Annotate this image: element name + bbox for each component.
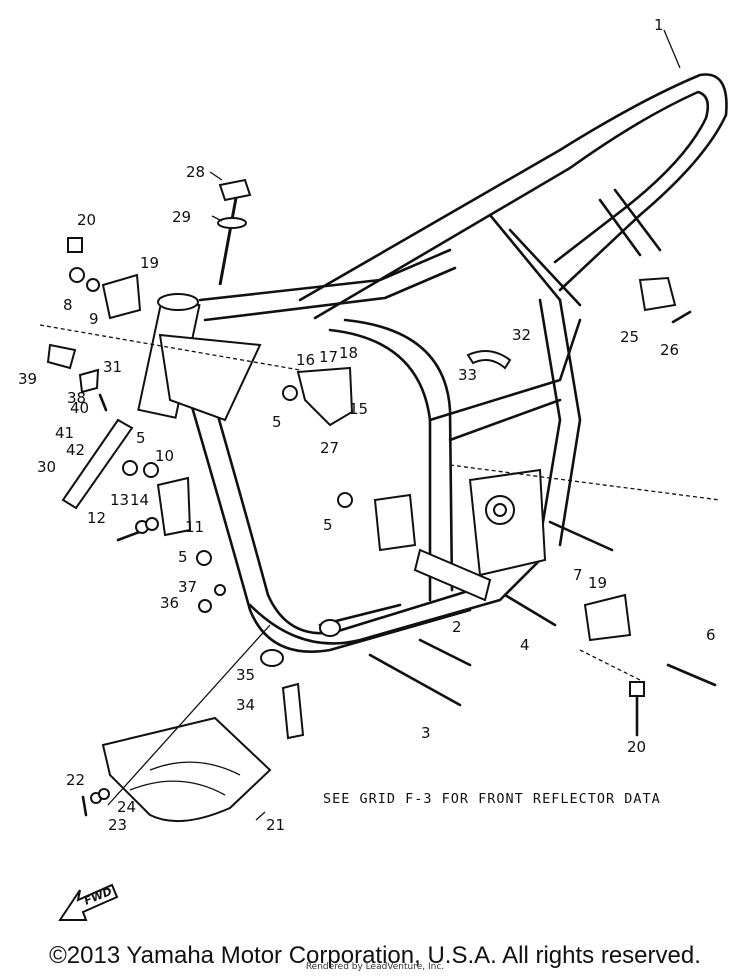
callout-22: 22	[66, 771, 85, 789]
leader-lines	[39, 29, 721, 821]
callout-28: 28	[186, 163, 205, 181]
callout-29: 29	[172, 208, 191, 226]
callout-34: 34	[236, 696, 255, 714]
callout-12: 12	[87, 509, 106, 527]
gusset-plate	[158, 333, 262, 422]
callout-5-lower: 5	[178, 548, 188, 566]
callout-25: 25	[620, 328, 639, 346]
callout-8: 8	[63, 296, 73, 314]
callout-9: 9	[89, 310, 99, 328]
callout-labels: 1 2 3 4 5 5 5 5 6 7 8 9 10 11 12 13 14 1…	[18, 16, 716, 834]
callout-1: 1	[654, 16, 664, 34]
copyright-notice: ©2013 Yamaha Motor Corporation, U.S.A. A…	[49, 942, 701, 969]
callout-39: 39	[18, 370, 37, 388]
loose-parts	[46, 178, 717, 823]
callout-30: 30	[37, 458, 56, 476]
frame-drawing	[137, 73, 728, 653]
callout-42: 42	[66, 441, 85, 459]
callout-14: 14	[130, 491, 149, 509]
rendered-by-credit: Rendered by LeadVenture, Inc.	[305, 962, 445, 972]
callout-36: 36	[160, 594, 179, 612]
callout-19-upper: 19	[140, 254, 159, 272]
callout-17: 17	[319, 348, 338, 366]
callout-10: 10	[155, 447, 174, 465]
callout-5-bracket: 5	[272, 413, 282, 431]
callout-3: 3	[421, 724, 431, 742]
callout-7: 7	[573, 566, 583, 584]
callout-4: 4	[520, 636, 530, 654]
callout-2: 2	[452, 618, 462, 636]
callout-11: 11	[185, 518, 204, 536]
callout-16: 16	[296, 351, 315, 369]
callout-20-upper: 20	[77, 211, 96, 229]
fwd-arrow-icon: FWD	[58, 883, 119, 921]
callout-5-center: 5	[323, 516, 333, 534]
callout-19-lower: 19	[588, 574, 607, 592]
callout-15: 15	[349, 400, 368, 418]
callout-41: 41	[55, 424, 74, 442]
callout-27: 27	[320, 439, 339, 457]
callout-5-upper: 5	[136, 429, 146, 447]
callout-20-lower: 20	[627, 738, 646, 756]
callout-13: 13	[110, 491, 129, 509]
callout-35: 35	[236, 666, 255, 684]
callout-6: 6	[706, 626, 716, 644]
callout-38: 38	[67, 389, 86, 407]
grid-reference-note: SEE GRID F-3 FOR FRONT REFLECTOR DATA	[323, 791, 661, 807]
callout-21: 21	[266, 816, 285, 834]
callout-32: 32	[512, 326, 531, 344]
callout-40: 40	[70, 399, 89, 417]
callout-33: 33	[458, 366, 477, 384]
skid-plate	[101, 716, 272, 823]
callout-23: 23	[108, 816, 127, 834]
callout-24: 24	[117, 798, 136, 816]
callout-31: 31	[103, 358, 122, 376]
spacer-tube	[61, 418, 134, 510]
callout-37: 37	[178, 578, 197, 596]
callout-18: 18	[339, 344, 358, 362]
callout-26: 26	[660, 341, 679, 359]
